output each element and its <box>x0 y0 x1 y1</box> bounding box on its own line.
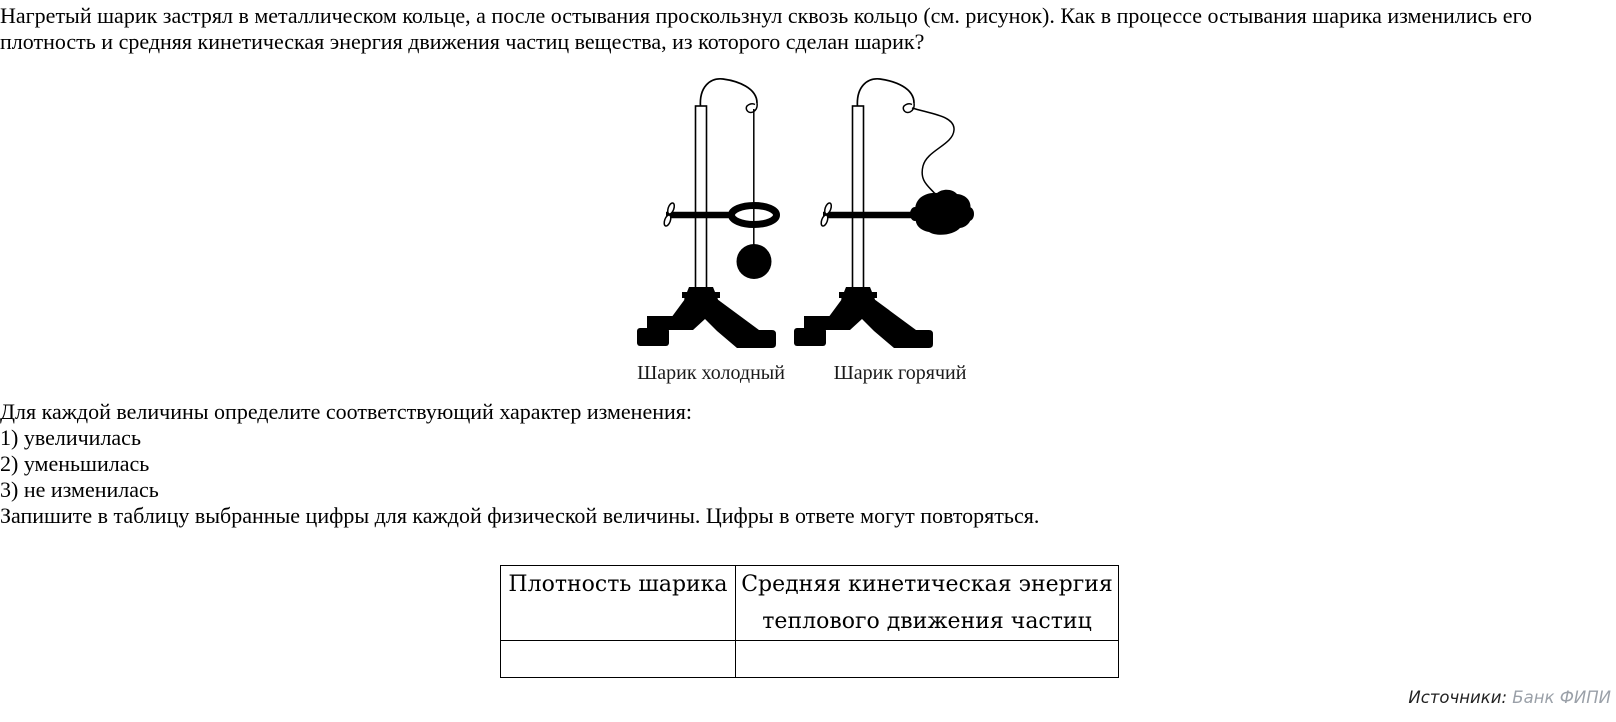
thumbscrew <box>820 202 833 227</box>
option-increased: 1) увеличилась <box>0 425 141 450</box>
source-attribution: Источники: Банк ФИПИ <box>1408 688 1611 707</box>
instructions-block: Для каждой величины определите соответст… <box>0 399 1300 529</box>
hook-wire <box>699 78 758 108</box>
instructions-outro: Запишите в таблицу выбранные цифры для к… <box>0 503 1040 528</box>
stand-cold-ball-diagram <box>637 78 780 348</box>
sources-label: Источники: <box>1408 688 1508 707</box>
stand-base <box>794 287 933 348</box>
hook-curl <box>902 102 915 114</box>
stand-base <box>637 287 776 348</box>
string-slack <box>911 107 955 196</box>
header-density: Плотность шарика <box>500 565 736 641</box>
cold-ball <box>736 244 772 279</box>
stand-hot-ball-diagram <box>794 78 974 348</box>
source-name: Банк ФИПИ <box>1512 688 1611 707</box>
answer-table-answer-row <box>500 640 1119 678</box>
hook-curl <box>745 102 758 114</box>
question-text: Нагретый шарик застрял в металлическом к… <box>0 3 1533 54</box>
option-unchanged: 3) не изменилась <box>0 477 159 502</box>
hook-wire <box>856 78 915 108</box>
caption-cold-ball: Шарик холодный <box>637 362 785 384</box>
metal-ring <box>728 202 780 228</box>
hot-ball-in-ring <box>910 189 974 235</box>
answer-cell-density <box>500 640 736 678</box>
header-kinetic-energy: Средняя кинетическая энергия теплового д… <box>735 565 1119 641</box>
stand-rod <box>694 105 708 293</box>
header-kinetic-energy-line2: теплового движения частиц <box>762 609 1092 634</box>
option-decreased: 2) уменьшилась <box>0 451 150 476</box>
caption-hot-ball: Шарик горячий <box>833 362 967 384</box>
instructions-intro: Для каждой величины определите соответст… <box>0 399 693 424</box>
answer-table-header-row: Плотность шарика Средняя кинетическая эн… <box>500 565 1119 641</box>
stand-rod <box>851 105 865 293</box>
answer-cell-kinetic-energy <box>735 640 1119 678</box>
header-kinetic-energy-line1: Средняя кинетическая энергия <box>741 572 1113 597</box>
thumbscrew <box>663 202 676 227</box>
answer-table: Плотность шарика Средняя кинетическая эн… <box>500 565 1119 678</box>
